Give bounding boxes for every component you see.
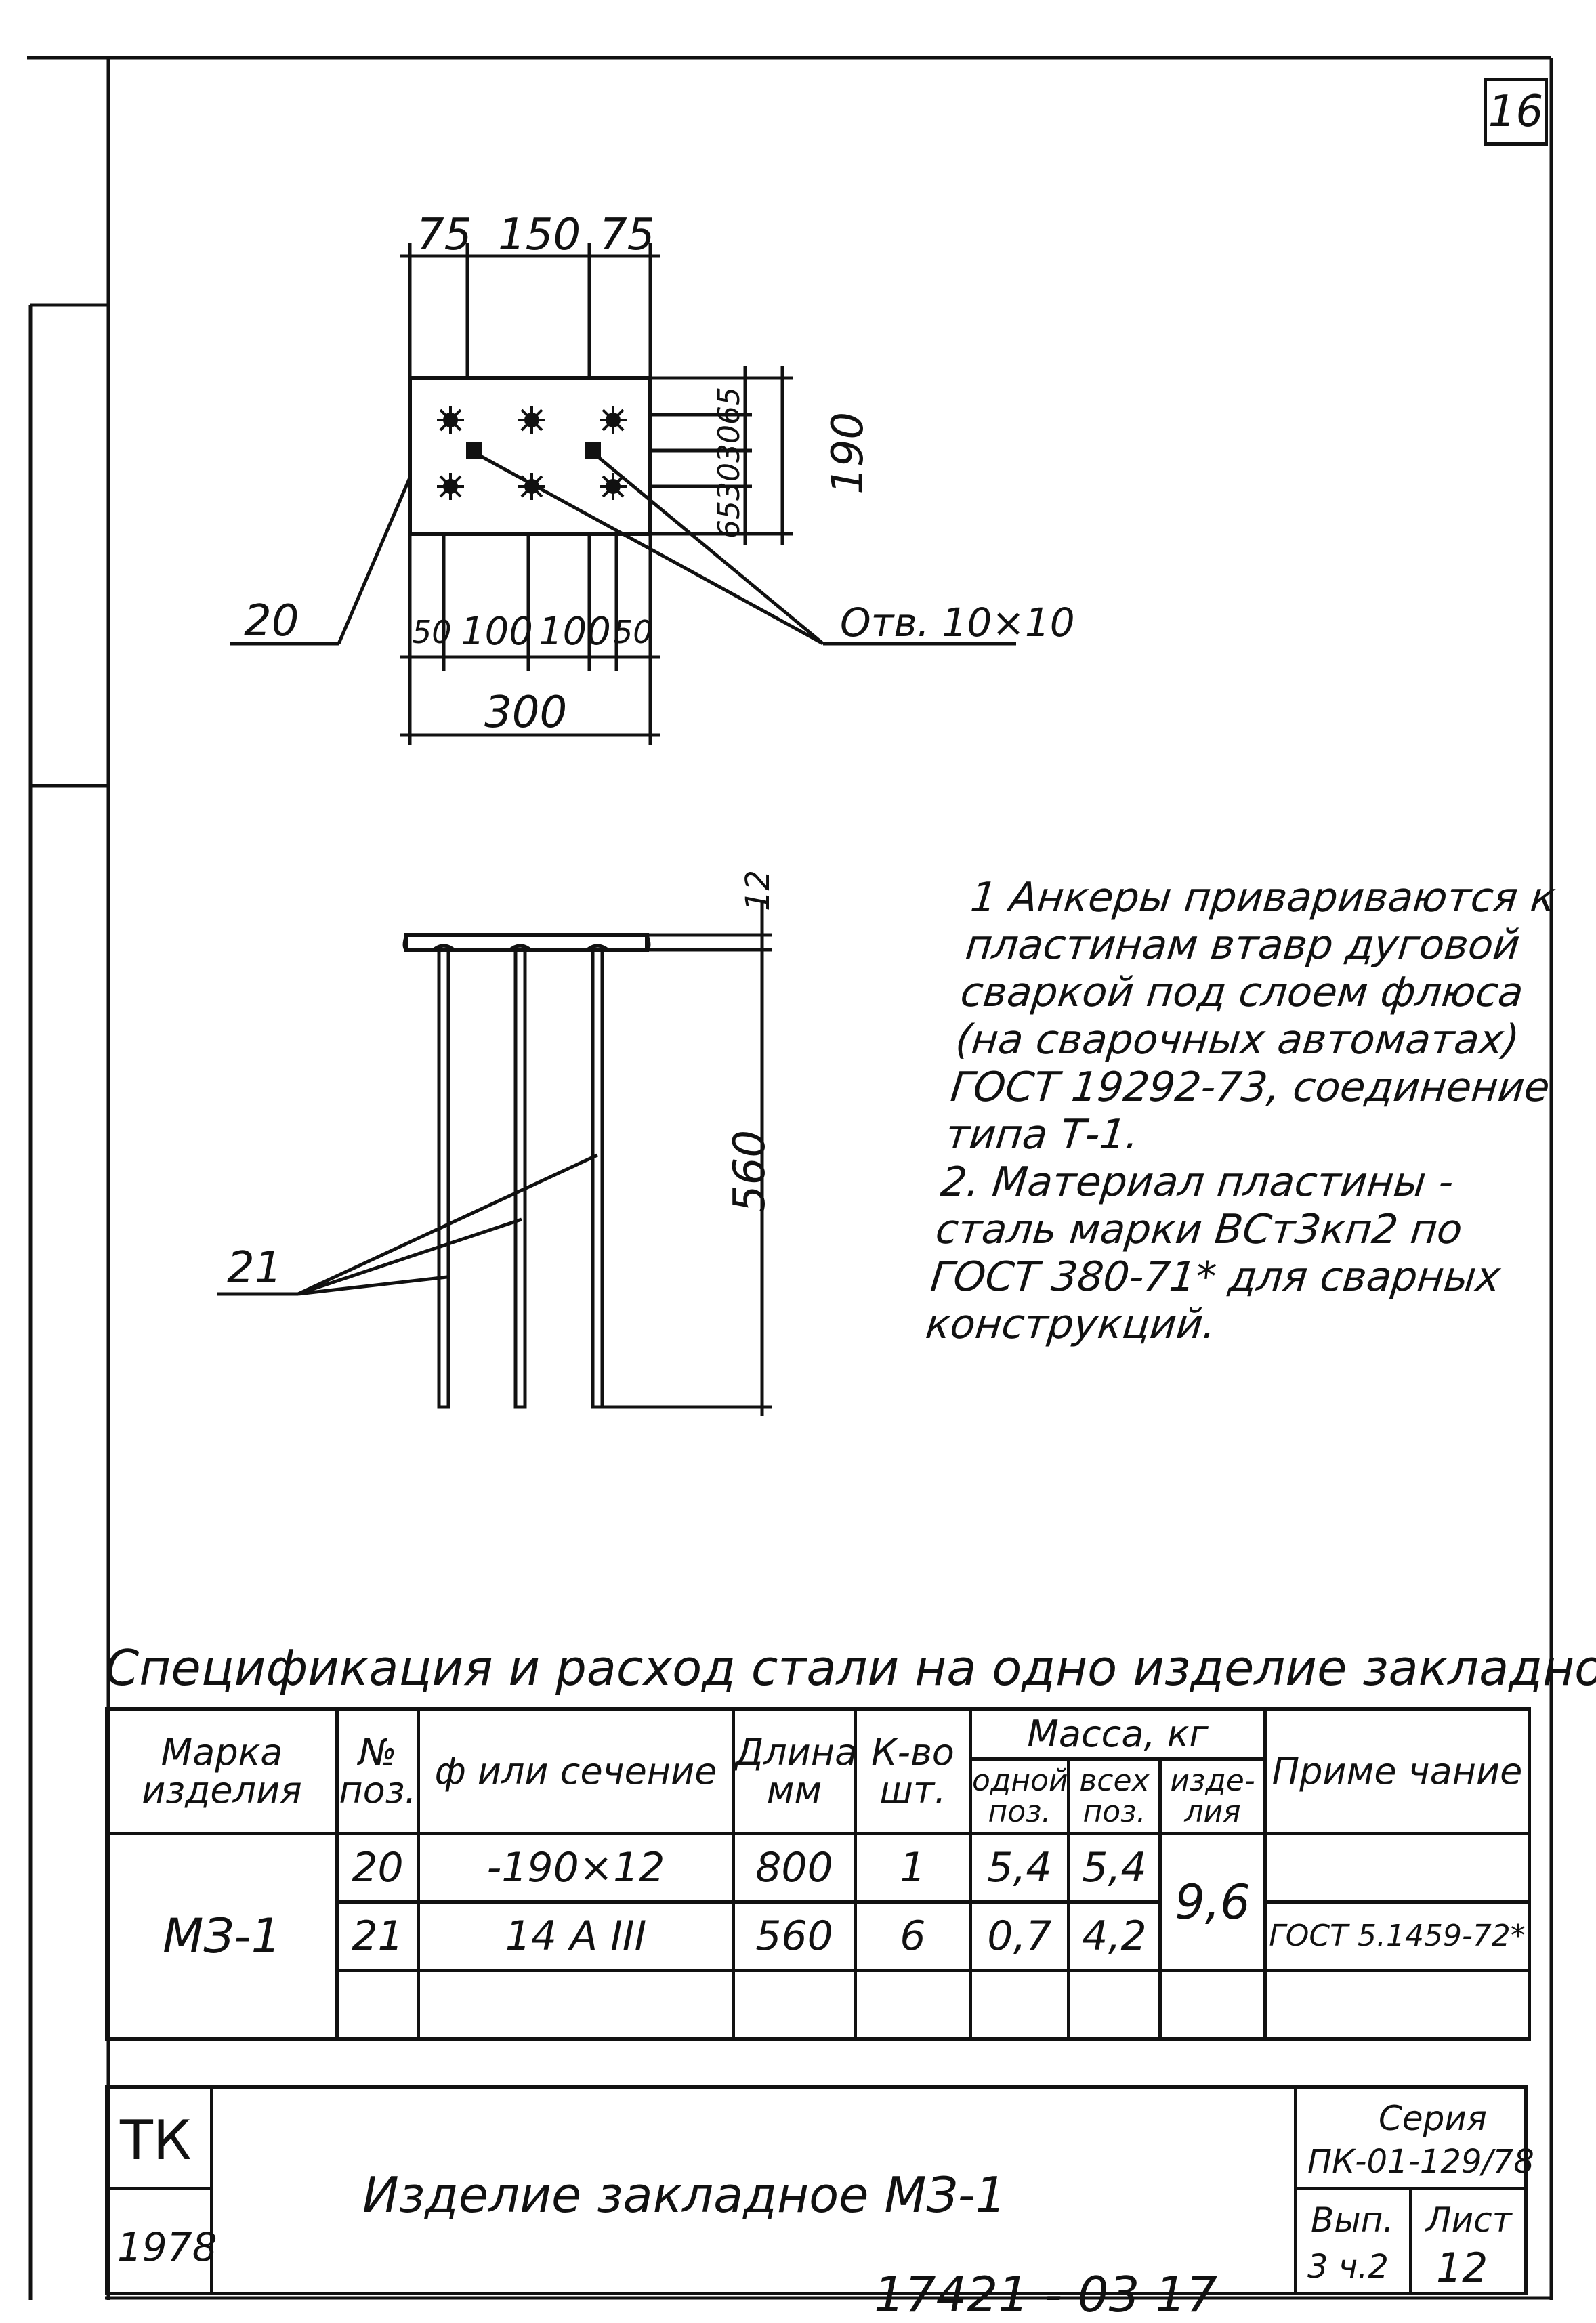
td-mass-item: 9,6	[1158, 1832, 1267, 1972]
spec-title: Спецификация и расход стали на одно изде…	[105, 1639, 1596, 1696]
tb-series-label: Серия	[1379, 2099, 1487, 2138]
th-mass-all: всех поз.	[1067, 1757, 1162, 1835]
td-empty	[732, 1969, 857, 2041]
tb-org: ТК	[120, 2109, 192, 2172]
tb-issue-value: 3 ч.2	[1307, 2248, 1389, 2286]
td-pos: 20	[335, 1832, 420, 1904]
td-empty	[1158, 1969, 1267, 2041]
td-empty	[1067, 1969, 1162, 2041]
tb-title: Изделие закладное МЗ-1	[362, 2167, 1007, 2223]
td-section: 14 A III	[417, 1900, 735, 1972]
th-length: Длина мм	[732, 1707, 857, 1835]
td-mass-all: 4,2	[1067, 1900, 1162, 1972]
td-mass-one: 5,4	[969, 1832, 1070, 1904]
dim-right-small: 65303065	[712, 387, 747, 539]
th-section: ф или сечение	[417, 1707, 735, 1835]
hole-1	[466, 442, 482, 459]
th-mass-item: изде- лия	[1158, 1757, 1267, 1835]
td-qty: 6	[854, 1900, 972, 1972]
td-length: 800	[732, 1832, 857, 1904]
dim-bottom-4: 50	[613, 614, 653, 650]
td-mass-all: 5,4	[1067, 1832, 1162, 1904]
spec-table: Марка изделия № поз. ф или сечение Длина…	[105, 1707, 1532, 2041]
anchor-rod-3	[591, 948, 604, 1409]
bottom-number: 17421 - 03 17	[874, 2266, 1217, 2323]
td-empty	[417, 1969, 735, 2041]
tb-issue-label: Вып.	[1311, 2200, 1394, 2240]
tb-year: 1978	[117, 2224, 217, 2270]
weld-mark-3	[600, 406, 627, 434]
dim-bottom-3: 100	[539, 610, 611, 654]
label-plate: 20	[244, 596, 299, 646]
hole-2	[585, 442, 601, 459]
td-note: ГОСТ 5.1459-72*	[1263, 1900, 1532, 1972]
dim-top-2: 150	[498, 210, 581, 260]
td-empty	[854, 1969, 972, 2041]
weld-mark-2	[518, 406, 545, 434]
dim-right-total: 190	[823, 411, 873, 495]
td-length: 560	[732, 1900, 857, 1972]
dim-length: 560	[725, 1129, 775, 1213]
td-empty	[335, 1969, 420, 2041]
td-section: -190×12	[417, 1832, 735, 1904]
td-qty: 1	[854, 1832, 972, 1904]
td-pos: 21	[335, 1900, 420, 1972]
td-note	[1263, 1832, 1532, 1904]
th-note: Приме чание	[1263, 1707, 1532, 1835]
weld-mark-5	[518, 473, 545, 500]
title-block: ТК 1978 Изделие закладное МЗ-1 Серия ПК-…	[105, 2085, 1534, 2295]
table-row	[107, 1969, 1532, 2041]
weld-mark-6	[600, 473, 627, 500]
th-mark: Марка изделия	[105, 1707, 339, 1835]
dim-bottom-2: 100	[461, 610, 533, 654]
label-holes: Отв. 10×10	[840, 600, 1075, 646]
anchor-rod-1	[437, 948, 450, 1409]
th-mass: Масса, кг	[968, 1707, 1267, 1761]
td-mark: МЗ-1	[105, 1832, 339, 2041]
th-pos: № поз.	[335, 1707, 420, 1835]
plate-plan	[408, 376, 652, 536]
dim-top-1: 75	[417, 210, 472, 260]
table-row: 21 14 A III 560 6 0,7 4,2 ГОСТ 5.1459-72…	[107, 1900, 1532, 1972]
weld-mark-1	[437, 406, 464, 434]
th-qty: К-во шт.	[854, 1707, 972, 1835]
weld-mark-4	[437, 473, 464, 500]
th-mass-one: одной поз.	[969, 1757, 1070, 1835]
tb-sheet-value: 12	[1436, 2244, 1488, 2292]
dim-bottom-1: 50	[412, 614, 452, 650]
dim-top-3: 75	[600, 210, 655, 260]
sheet-number: 16	[1484, 78, 1548, 146]
dim-thickness: 12	[739, 869, 777, 911]
label-anchors: 21	[227, 1243, 282, 1293]
tb-series-value: ПК-01-129/78	[1307, 2143, 1534, 2181]
td-empty	[1263, 1969, 1532, 2041]
td-mass-one: 0,7	[969, 1900, 1070, 1972]
tb-sheet-label: Лист	[1426, 2200, 1512, 2240]
notes: 1 Анкеры привариваются к пластинам втавр…	[923, 874, 1558, 1348]
table-row: МЗ-1 20 -190×12 800 1 5,4 5,4 9,6	[105, 1832, 1532, 2041]
dim-bottom-total: 300	[484, 688, 568, 738]
anchor-rod-2	[513, 948, 527, 1409]
td-empty	[969, 1969, 1070, 2041]
